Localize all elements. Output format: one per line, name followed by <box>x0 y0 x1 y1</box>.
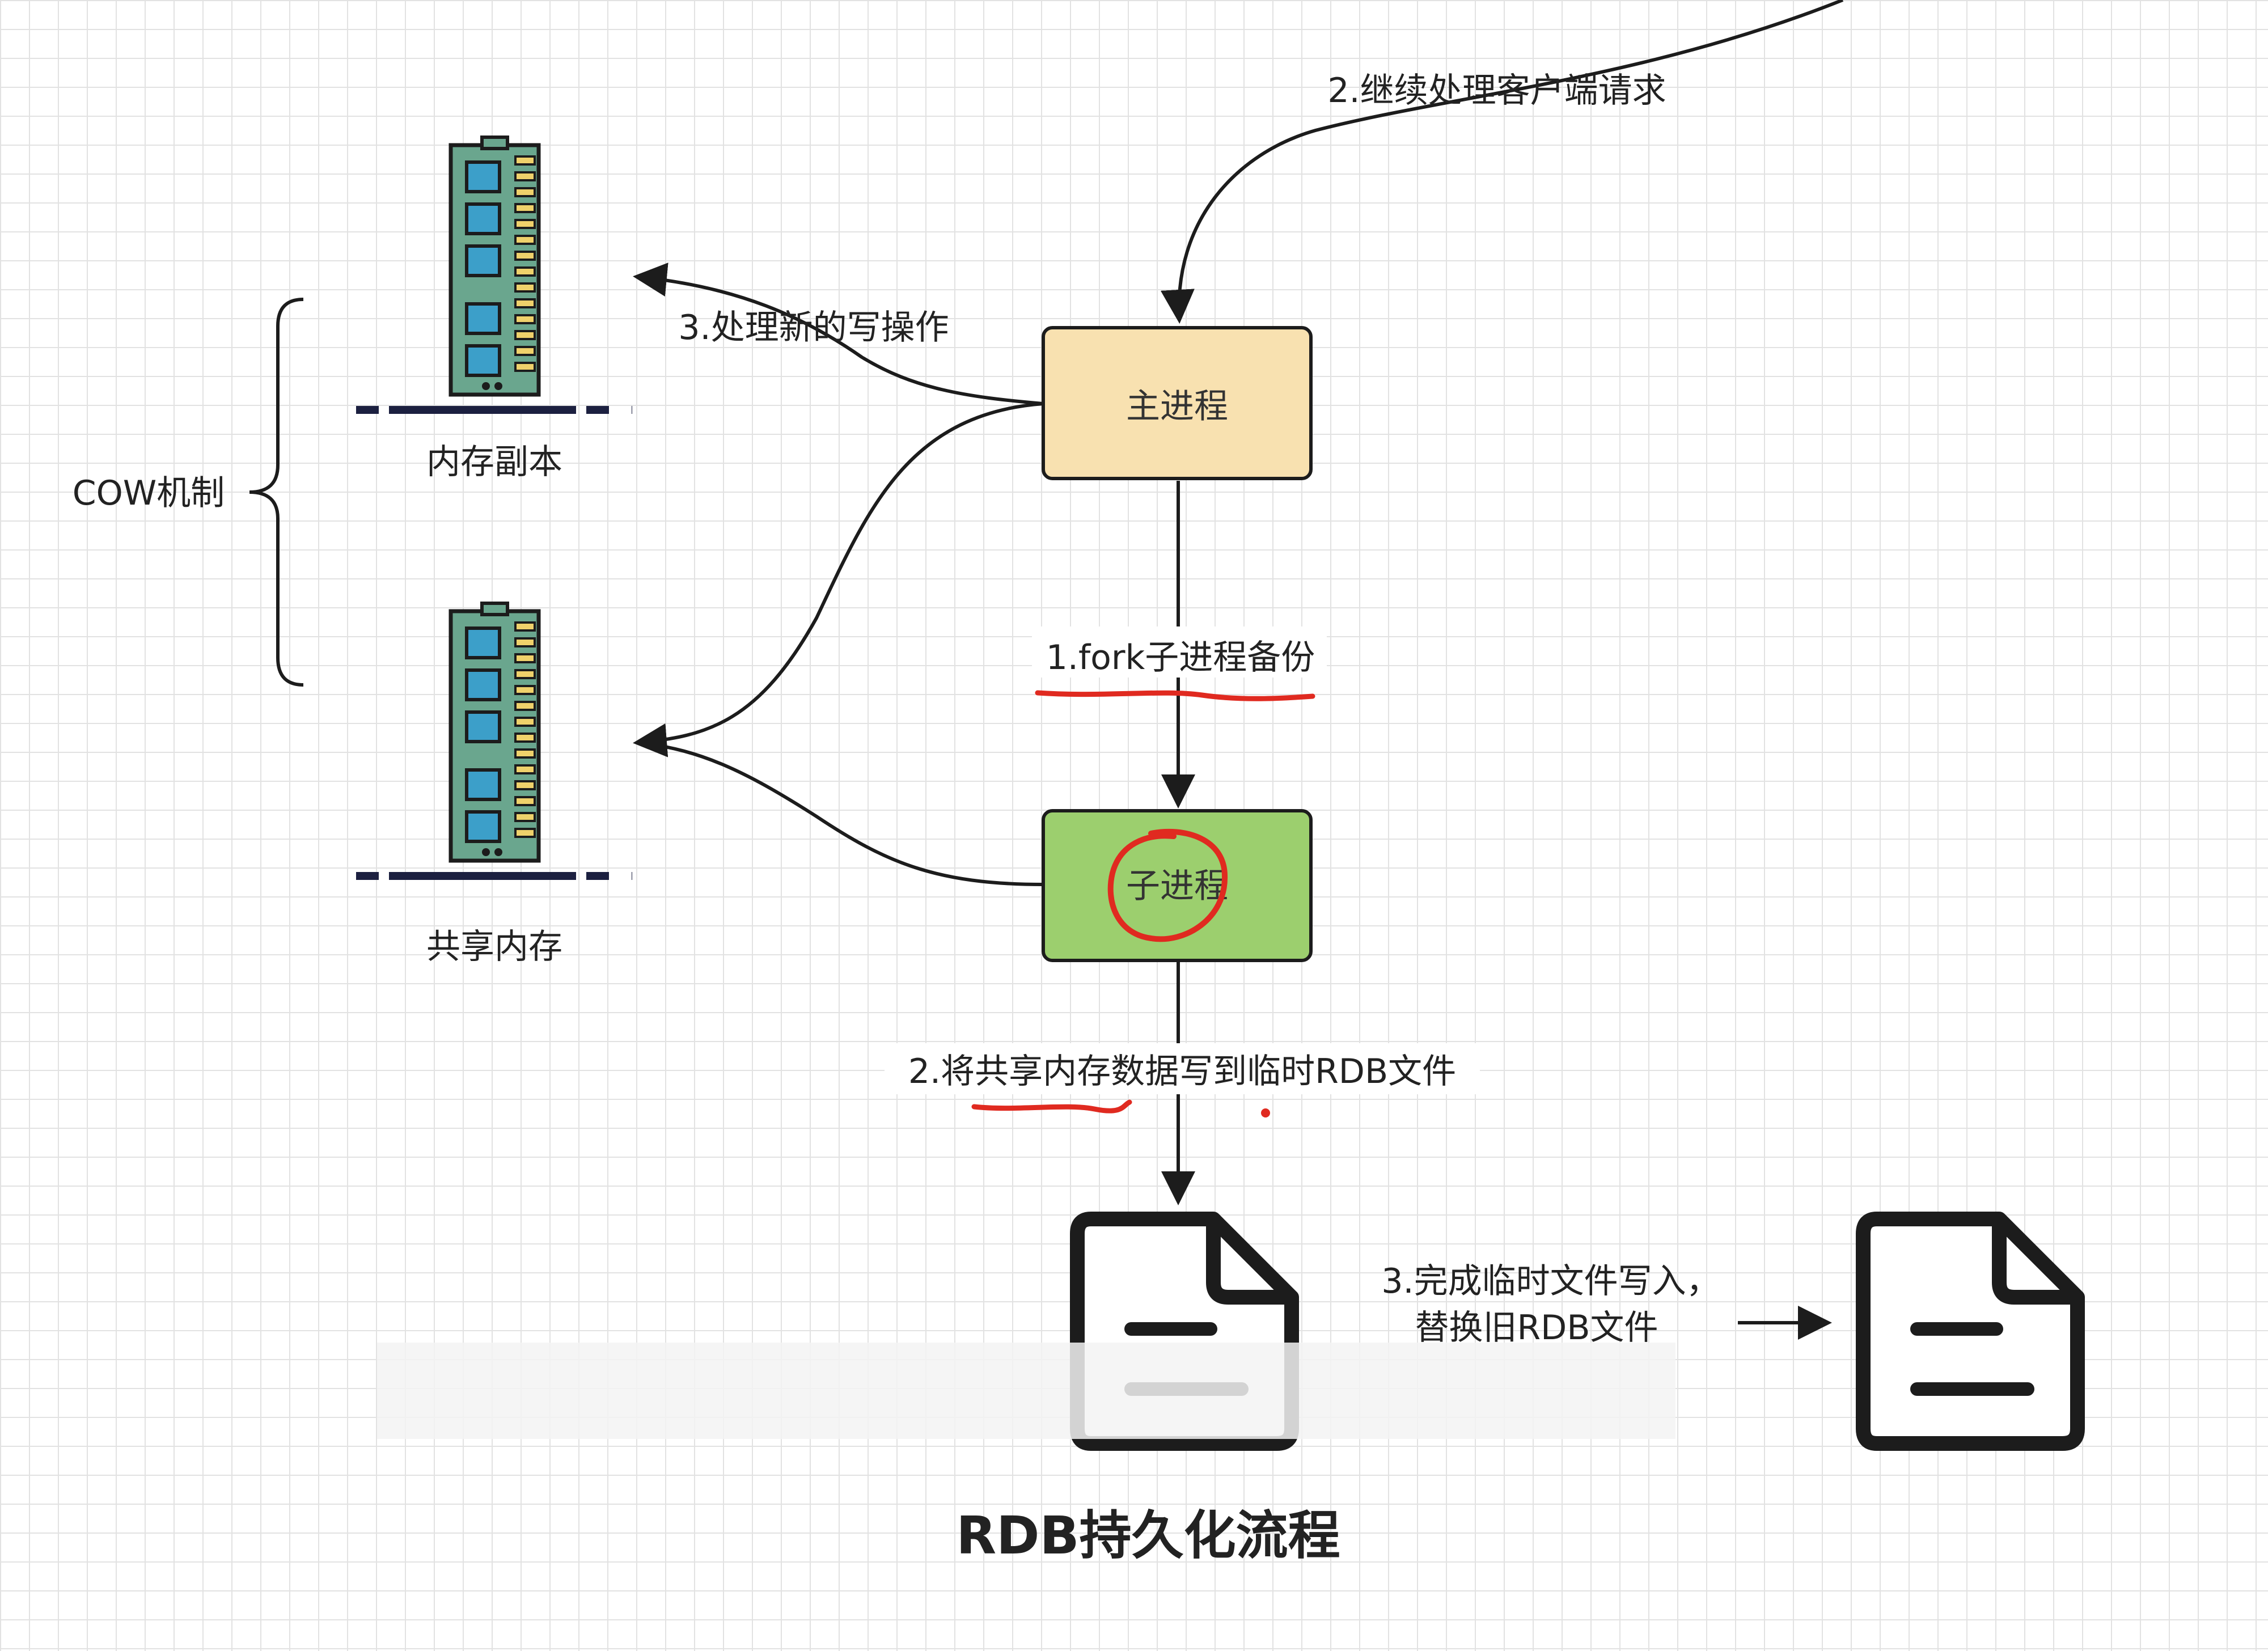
edge-main-to-memory-copy <box>633 263 1044 405</box>
write-rdb-label-bg <box>885 1043 1480 1094</box>
blurred-band <box>377 1343 1675 1439</box>
shared-memory-label: 共享内存 <box>426 927 562 967</box>
handle-write-label: 3.处理新的写操作 <box>678 308 949 348</box>
fork-label-bg <box>1032 626 1327 678</box>
red-underline-fork <box>1035 690 1315 701</box>
fork-child-label: 1.fork子进程备份 <box>1046 638 1315 678</box>
main-process-label: 主进程 <box>1126 387 1228 426</box>
child-process-node <box>1042 809 1313 962</box>
child-process-label: 子进程 <box>1126 866 1228 906</box>
cow-brace <box>249 298 304 687</box>
finish-write-label-line1: 3.完成临时文件写入， <box>1381 1261 1720 1301</box>
ram-stick-icon <box>451 603 539 861</box>
finish-write-label-line2: 替换旧RDB文件 <box>1415 1308 1658 1348</box>
ram-stick-icon <box>451 137 539 395</box>
red-circle-child-process <box>1107 828 1228 942</box>
diagram-title: RDB持久化流程 <box>956 1505 1340 1566</box>
document-icon <box>1863 1219 2077 1443</box>
red-dot <box>1261 1108 1270 1117</box>
edge-main-to-shared-memory <box>633 402 1044 757</box>
write-rdb-label: 2.将共享内存数据写到临时RDB文件 <box>908 1052 1456 1091</box>
red-underline-shared-memory <box>971 1099 1132 1114</box>
edge-client-to-main <box>1161 0 1844 324</box>
cow-label: COW机制 <box>73 473 225 513</box>
main-process-node <box>1042 326 1313 480</box>
memory-copy-label: 内存副本 <box>426 442 562 482</box>
edge-child-to-shared-memory <box>636 741 1044 886</box>
continue-client-label: 2.继续处理客户端请求 <box>1327 71 1666 111</box>
